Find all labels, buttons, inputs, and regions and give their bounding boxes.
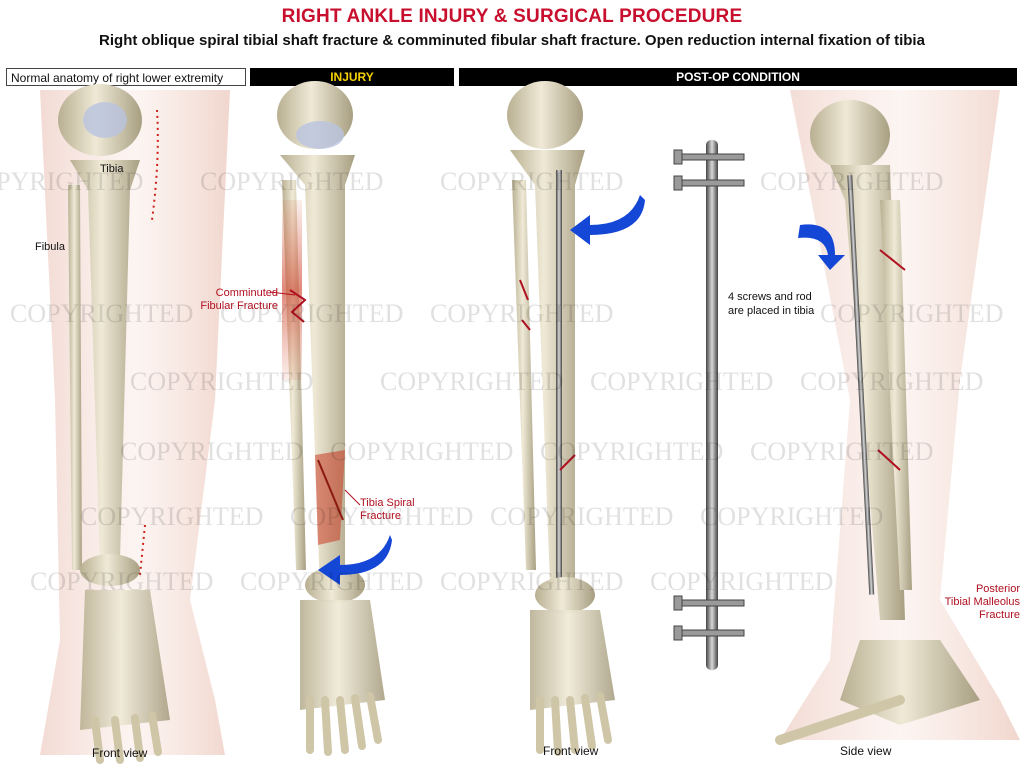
watermark-text: COPYRIGHTED	[430, 299, 613, 328]
watermark-layer: COPYRIGHTED COPYRIGHTED COPYRIGHTED COPY…	[0, 167, 1003, 596]
watermark-text: COPYRIGHTED	[240, 567, 423, 596]
watermark-text: COPYRIGHTED	[540, 437, 723, 466]
view-label-front-normal: Front view	[92, 746, 148, 760]
comminuted-fibular-fracture-label: Comminuted Fibular Fracture	[200, 287, 278, 312]
normal-leg	[40, 84, 230, 764]
watermark-text: COPYRIGHTED	[30, 567, 213, 596]
watermark-text: COPYRIGHTED	[0, 167, 143, 196]
watermark-text: COPYRIGHTED	[760, 167, 943, 196]
watermark-text: COPYRIGHTED	[290, 502, 473, 531]
watermark-text: COPYRIGHTED	[440, 567, 623, 596]
watermark-text: COPYRIGHTED	[380, 367, 563, 396]
rod-and-screws	[673, 140, 745, 670]
watermark-text: COPYRIGHTED	[650, 567, 833, 596]
tibia-label: Tibia	[100, 163, 124, 175]
watermark-text: COPYRIGHTED	[820, 299, 1003, 328]
view-label-front-postop: Front view	[543, 744, 599, 758]
watermark-text: COPYRIGHTED	[130, 367, 313, 396]
page-subtitle: Right oblique spiral tibial shaft fractu…	[99, 32, 925, 49]
watermark-text: COPYRIGHTED	[200, 167, 383, 196]
injury-leg	[269, 81, 392, 756]
watermark-text: COPYRIGHTED	[800, 367, 983, 396]
section-label-injury: INJURY	[250, 68, 454, 86]
side-view-leg	[775, 90, 1020, 745]
watermark-text: COPYRIGHTED	[440, 167, 623, 196]
watermark-text: COPYRIGHTED	[330, 437, 513, 466]
watermark-text: COPYRIGHTED	[750, 437, 933, 466]
page-title: RIGHT ANKLE INJURY & SURGICAL PROCEDURE	[281, 6, 743, 27]
watermark-text: COPYRIGHTED	[80, 502, 263, 531]
screws-rod-label: 4 screws and rod are placed in tibia	[728, 290, 815, 318]
tibia-spiral-fracture-label: Tibia Spiral Fracture	[360, 497, 415, 522]
section-label-normal: Normal anatomy of right lower extremity	[6, 68, 246, 86]
posterior-malleolus-fracture-label: Posterior Tibial Malleolus Fracture	[944, 583, 1020, 621]
view-label-side-postop: Side view	[840, 744, 892, 758]
watermark-text: COPYRIGHTED	[120, 437, 303, 466]
postop-front-leg	[507, 81, 645, 756]
watermark-text: COPYRIGHTED	[700, 502, 883, 531]
watermark-text: COPYRIGHTED	[10, 299, 193, 328]
watermark-text: COPYRIGHTED	[220, 299, 403, 328]
watermark-text: COPYRIGHTED	[490, 502, 673, 531]
watermark-text: COPYRIGHTED	[590, 367, 773, 396]
section-label-postop: POST-OP CONDITION	[459, 68, 1017, 86]
fibula-label: Fibula	[35, 241, 65, 253]
